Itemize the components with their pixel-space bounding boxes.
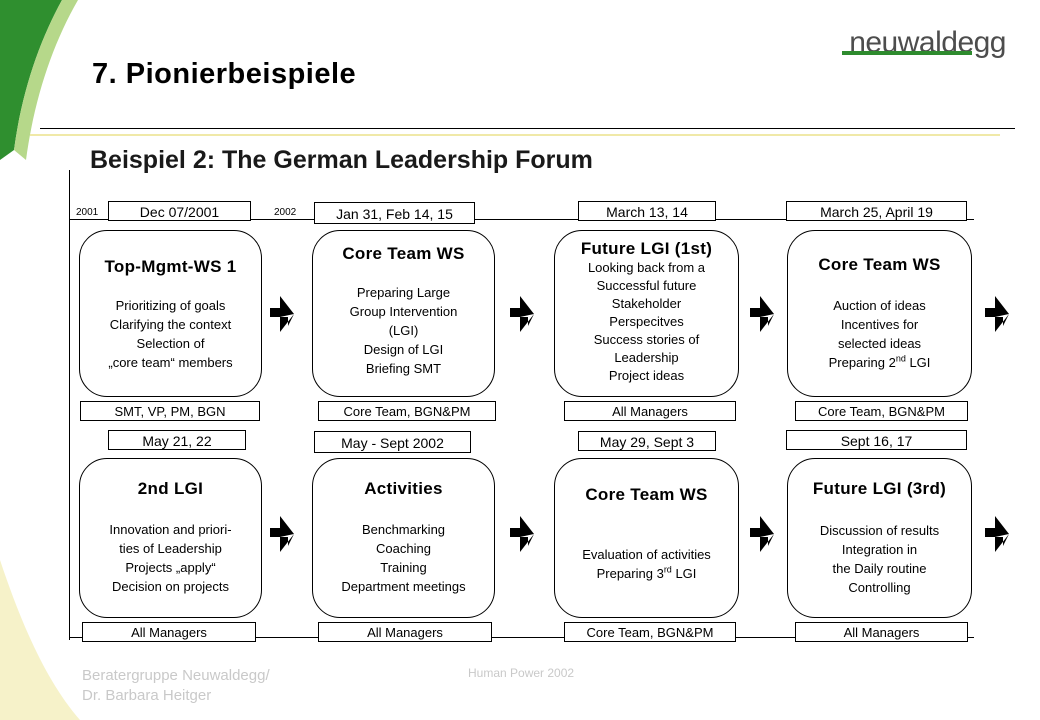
step-title: 2nd LGI — [137, 479, 204, 498]
step-title: Top-Mgmt-WS 1 — [104, 257, 237, 276]
timeline-top-line — [69, 219, 974, 220]
participants-tag: All Managers — [564, 401, 736, 421]
participants-tag: All Managers — [82, 622, 256, 642]
right-arrow-icon — [510, 296, 534, 332]
timeline-bottom-line — [69, 637, 974, 638]
right-arrow-icon — [750, 516, 774, 552]
date-box: May 21, 22 — [108, 430, 246, 450]
date-box: Jan 31, Feb 14, 15 — [314, 202, 475, 224]
date-box: May 29, Sept 3 — [578, 431, 716, 451]
slide-title: 7. Pionierbeispiele — [92, 58, 357, 90]
participants-tag: Core Team, BGN&PM — [564, 622, 736, 642]
right-arrow-icon — [270, 516, 294, 552]
step-title: Core Team WS — [818, 255, 941, 274]
step-title: Future LGI (1st) — [580, 239, 713, 258]
step-title: Activities — [364, 479, 443, 498]
participants-tag: Core Team, BGN&PM — [795, 401, 968, 421]
year-label-2001: 2001 — [76, 207, 99, 218]
right-arrow-icon — [985, 516, 1009, 552]
date-box: March 25, April 19 — [786, 201, 967, 221]
date-box: Sept 16, 17 — [786, 430, 967, 450]
participants-tag: SMT, VP, PM, BGN — [80, 401, 260, 421]
brand-logo-underline — [842, 51, 972, 55]
participants-tag: Core Team, BGN&PM — [318, 401, 496, 421]
right-arrow-icon — [985, 296, 1009, 332]
participants-tag: All Managers — [795, 622, 968, 642]
step-description: Innovation and priori-ties of Leadership… — [109, 522, 232, 594]
step-title: Core Team WS — [342, 244, 465, 263]
timeline-left-border — [69, 170, 70, 640]
participants-tag: All Managers — [318, 622, 492, 642]
right-arrow-icon — [510, 516, 534, 552]
date-box: Dec 07/2001 — [108, 201, 251, 221]
footer-event: Human Power 2002 — [468, 666, 575, 680]
step-card: 2nd LGI Innovation and priori-ties of Le… — [79, 458, 262, 618]
title-rule — [40, 128, 1015, 129]
right-arrow-icon — [270, 296, 294, 332]
date-box: May - Sept 2002 — [314, 431, 471, 453]
step-description: Evaluation of activities Preparing 3rd L… — [582, 547, 711, 581]
slide-subtitle: Beispiel 2: The German Leadership Forum — [90, 146, 593, 174]
step-card: Core Team WS Evaluation of activities Pr… — [554, 458, 739, 618]
step-title: Future LGI (3rd) — [812, 479, 947, 498]
year-label-2002: 2002 — [274, 207, 297, 218]
date-box: March 13, 14 — [578, 201, 716, 221]
right-arrow-icon — [750, 296, 774, 332]
footer-author: Beratergruppe Neuwaldegg/ Dr. Barbara He… — [82, 667, 270, 704]
title-rule-highlight — [30, 134, 1000, 136]
corner-swoosh-decoration — [0, 0, 80, 720]
step-title: Core Team WS — [585, 485, 708, 504]
